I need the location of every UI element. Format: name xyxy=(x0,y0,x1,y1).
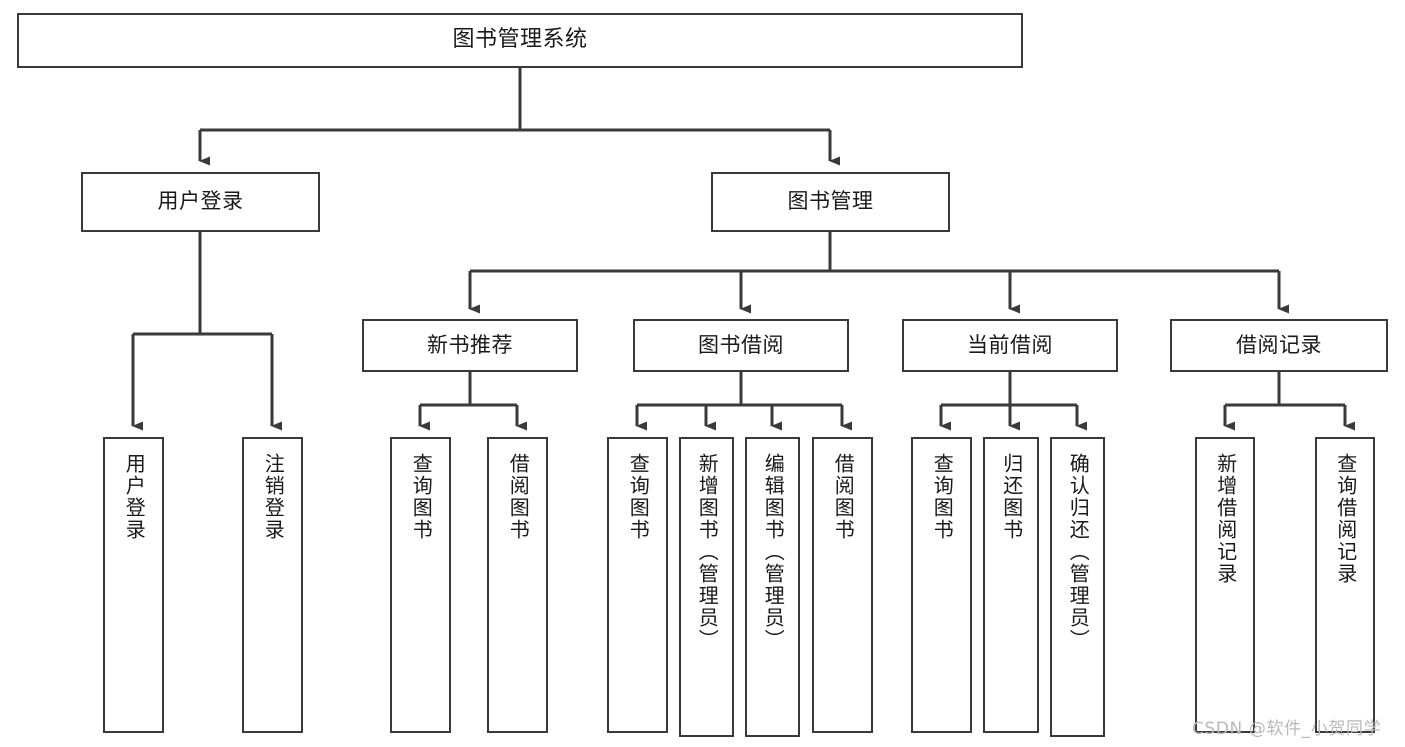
leaf-node[interactable]: 新增借阅记录 xyxy=(1195,437,1255,733)
node-new-book-recommend[interactable]: 新书推荐 xyxy=(362,319,578,372)
leaf-node-label: 新增图书（管理员） xyxy=(695,453,720,651)
leaf-node-label: 查询图书 xyxy=(409,453,434,541)
leaf-node[interactable]: 编辑图书（管理员） xyxy=(745,437,800,737)
leaf-node-label: 查询图书 xyxy=(930,453,955,541)
node-book-borrow-label: 图书借阅 xyxy=(698,332,784,357)
node-book-management-label: 图书管理 xyxy=(787,189,874,214)
leaf-node[interactable]: 归还图书 xyxy=(983,437,1039,733)
leaf-node[interactable]: 查询借阅记录 xyxy=(1315,437,1375,733)
leaf-node-label: 借阅图书 xyxy=(506,453,531,541)
leaf-node[interactable]: 借阅图书 xyxy=(812,437,873,733)
node-root[interactable]: 图书管理系统 xyxy=(17,13,1023,68)
node-current-borrow[interactable]: 当前借阅 xyxy=(902,319,1118,372)
leaf-node[interactable]: 注销登录 xyxy=(242,437,303,733)
leaf-node-label: 编辑图书（管理员） xyxy=(761,453,786,651)
leaf-node-label: 用户登录 xyxy=(122,453,147,541)
node-root-label: 图书管理系统 xyxy=(452,27,588,53)
node-book-borrow[interactable]: 图书借阅 xyxy=(633,319,849,372)
leaf-node[interactable]: 新增图书（管理员） xyxy=(679,437,734,737)
leaf-node[interactable]: 借阅图书 xyxy=(487,437,548,733)
leaf-node[interactable]: 查询图书 xyxy=(390,437,451,733)
node-borrow-record-label: 借阅记录 xyxy=(1236,332,1322,357)
node-user-login-label: 用户登录 xyxy=(157,189,244,214)
node-new-book-recommend-label: 新书推荐 xyxy=(427,332,513,357)
leaf-node-label: 注销登录 xyxy=(261,453,286,541)
leaf-node-label: 新增借阅记录 xyxy=(1213,453,1238,585)
node-current-borrow-label: 当前借阅 xyxy=(967,332,1053,357)
leaf-node[interactable]: 用户登录 xyxy=(103,437,164,733)
leaf-node[interactable]: 查询图书 xyxy=(607,437,668,733)
leaf-node[interactable]: 确认归还（管理员） xyxy=(1050,437,1105,737)
leaf-node-label: 查询借阅记录 xyxy=(1333,453,1358,585)
leaf-node-label: 确认归还（管理员） xyxy=(1066,453,1091,651)
node-user-login[interactable]: 用户登录 xyxy=(81,172,320,232)
node-book-management[interactable]: 图书管理 xyxy=(711,172,950,232)
csdn-watermark: CSDN @软件_小贺同学 xyxy=(1192,719,1382,739)
leaf-node-label: 借阅图书 xyxy=(831,453,856,541)
leaf-node-label: 归还图书 xyxy=(999,453,1024,541)
node-borrow-record[interactable]: 借阅记录 xyxy=(1170,319,1388,372)
leaf-node-label: 查询图书 xyxy=(626,453,651,541)
leaf-node[interactable]: 查询图书 xyxy=(911,437,972,733)
